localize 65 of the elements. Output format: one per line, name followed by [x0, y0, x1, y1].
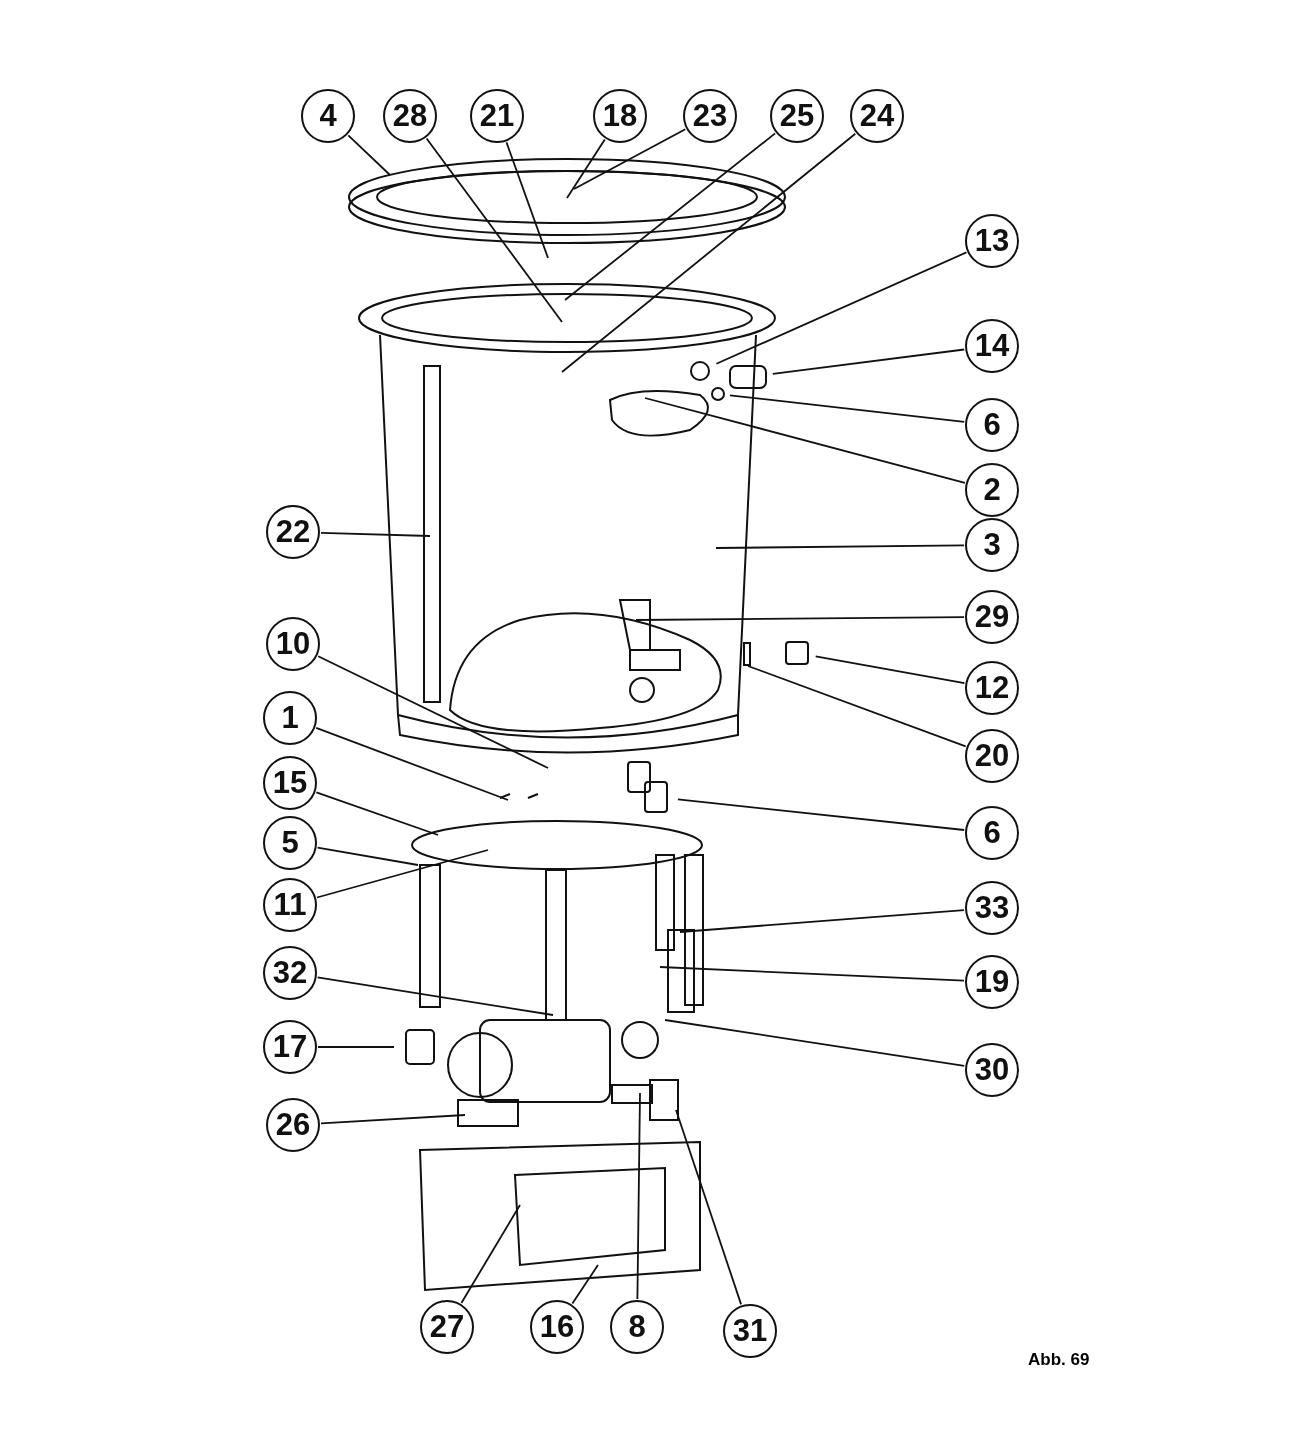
leader-line: [573, 128, 687, 190]
callout-number: 29: [965, 590, 1019, 644]
leader-line: [644, 397, 966, 484]
callout-number: 25: [770, 89, 824, 143]
leader-line: [460, 1204, 521, 1304]
callout-number: 17: [263, 1020, 317, 1074]
callout-number: 22: [266, 505, 320, 559]
callout-number: 23: [683, 89, 737, 143]
callout-number: 3: [965, 518, 1019, 572]
callout-number: 5: [263, 816, 317, 870]
callout-number: 21: [470, 89, 524, 143]
leader-line: [635, 616, 965, 621]
callout-number: 6: [965, 398, 1019, 452]
callout-number: 14: [965, 319, 1019, 373]
figure-caption: Abb. 69: [1028, 1350, 1090, 1370]
leader-line: [317, 1046, 395, 1048]
leader-line: [561, 132, 857, 373]
leader-line: [315, 791, 439, 836]
callout-number: 16: [530, 1300, 584, 1354]
callout-number: 18: [593, 89, 647, 143]
callout-number: 12: [965, 661, 1019, 715]
leader-line: [316, 849, 489, 899]
callout-number: 27: [420, 1300, 474, 1354]
callout-number: 10: [266, 617, 320, 671]
callout-number: 4: [301, 89, 355, 143]
leader-line: [320, 531, 431, 537]
callout-number: 8: [610, 1300, 664, 1354]
callout-number: 13: [965, 214, 1019, 268]
leader-line: [747, 665, 967, 748]
leader-line: [566, 138, 606, 199]
callout-number: 6: [965, 806, 1019, 860]
leader-line: [675, 1109, 742, 1306]
leader-line: [316, 976, 554, 1016]
leader-line: [814, 655, 966, 684]
callout-number: 2: [965, 463, 1019, 517]
leader-line: [677, 798, 966, 831]
leader-line: [315, 727, 509, 801]
callout-number: 28: [383, 89, 437, 143]
callout-number: 33: [965, 881, 1019, 935]
callout-number: 11: [263, 878, 317, 932]
leader-line: [317, 655, 549, 769]
callout-number: 32: [263, 946, 317, 1000]
leader-line: [729, 394, 966, 423]
leader-line: [664, 1019, 966, 1067]
leader-line: [679, 909, 965, 933]
leader-line: [347, 134, 391, 176]
callout-number: 15: [263, 756, 317, 810]
callout-number: 24: [850, 89, 904, 143]
leader-line: [771, 348, 966, 375]
leader-line: [636, 1092, 641, 1300]
leader-line: [564, 132, 776, 301]
callout-number: 31: [723, 1304, 777, 1358]
callout-number: 30: [965, 1043, 1019, 1097]
leader-line: [316, 846, 419, 866]
leader-line: [425, 137, 563, 323]
callout-number: 26: [266, 1098, 320, 1152]
leader-line: [505, 141, 549, 259]
leader-line: [659, 966, 965, 982]
callout-number: 20: [965, 729, 1019, 783]
callout-number: 19: [965, 955, 1019, 1009]
leader-line: [571, 1264, 599, 1305]
leader-line: [320, 1114, 466, 1125]
leader-line: [715, 251, 968, 365]
callout-number: 1: [263, 691, 317, 745]
leader-line: [715, 544, 965, 549]
